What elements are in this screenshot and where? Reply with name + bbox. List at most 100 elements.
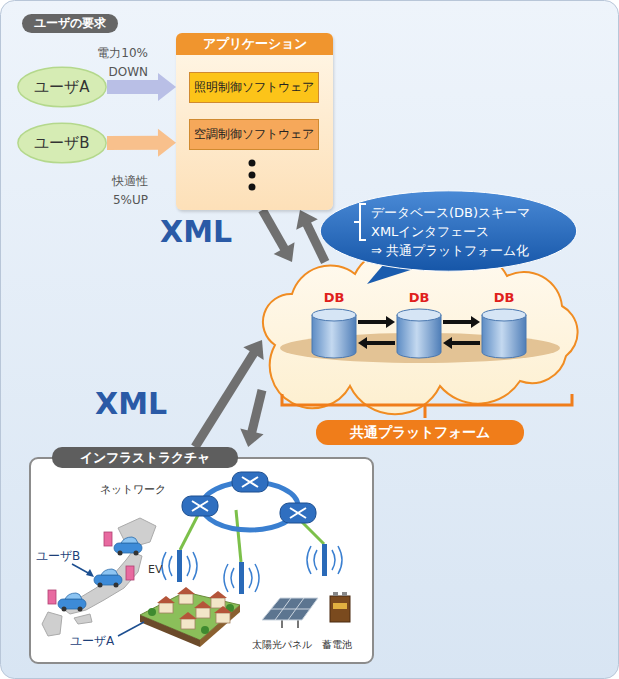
edge-label: 快適性 5%UP	[94, 170, 148, 208]
antennas	[177, 544, 327, 594]
infrastructure-box: インフラストラクチャ	[30, 447, 373, 663]
sync-arrow	[358, 316, 395, 328]
drawing-part	[182, 496, 218, 516]
protocol-label: XML	[160, 214, 232, 249]
part-label: ネットワーク	[100, 483, 166, 496]
sync-arrow	[443, 316, 480, 328]
drawing-part	[179, 612, 197, 629]
drawing-part	[302, 522, 324, 544]
drawing-part	[177, 550, 182, 582]
arrow-shaft	[358, 320, 388, 324]
drawing-part	[126, 566, 134, 580]
drawing-part	[209, 591, 227, 608]
cloud-shape	[263, 249, 578, 414]
arrow-head	[358, 337, 367, 349]
callout-ellipse: データベース(DB)スキーマXMLインタフェース⇒ 共通プラットフォーム化	[319, 190, 578, 272]
part-label: ネットワーク	[100, 478, 166, 497]
node-text: ⇒ 共通プラットフォーム化	[371, 241, 578, 260]
node-text: 空調制御ソフトウェア	[194, 126, 314, 143]
edge-label-text: 電力10% DOWN	[97, 46, 148, 79]
drawing-part	[177, 587, 195, 604]
dot	[249, 172, 256, 179]
cylinder-shape	[310, 308, 358, 360]
user-ellipse: ユーザB	[17, 122, 107, 164]
database-cylinder: DB	[310, 290, 358, 360]
drawing-part	[48, 590, 56, 604]
drawing-part	[232, 472, 268, 492]
node-text: アプリケーション	[176, 33, 333, 55]
node-text: DB	[324, 290, 345, 306]
part-label: EV	[148, 558, 162, 577]
drawing-part	[74, 614, 92, 624]
edge-label: 電力10% DOWN	[94, 42, 148, 80]
node-text: DB	[494, 290, 515, 306]
user-a-leader	[118, 622, 144, 636]
protocol-label: XML	[95, 386, 167, 421]
application-box: アプリケーション照明制御ソフトウェア空調制御ソフトウェア	[176, 33, 333, 210]
drawing-part	[194, 601, 212, 618]
ellipse-shape	[18, 123, 106, 162]
arrow-head	[443, 337, 452, 349]
sync-arrow	[443, 337, 480, 349]
drawing-part	[322, 544, 327, 576]
drawing-part	[182, 496, 218, 516]
drawing-part	[262, 598, 318, 620]
arrow-head	[158, 129, 176, 157]
arrow-head	[296, 210, 318, 230]
xml-arrow	[262, 210, 294, 262]
node-text: ユーザの要求	[34, 15, 106, 32]
edge-label-text: 快適性 5%UP	[112, 174, 148, 207]
database-cylinder: DB	[480, 290, 528, 360]
drawing-part	[86, 569, 94, 577]
drawing-part	[104, 532, 112, 546]
protocol-label: XML	[160, 214, 232, 249]
storage-battery	[330, 592, 350, 622]
drawing-part	[280, 503, 316, 523]
arrow-head	[386, 316, 395, 328]
drawing-part	[271, 598, 310, 620]
drawing-part	[58, 593, 86, 612]
drawing-part	[148, 608, 156, 616]
drawing-part	[192, 501, 208, 511]
node-text: データベース(DB)スキーマ	[371, 203, 578, 222]
ellipse-shape	[18, 67, 106, 106]
arrow-shaft	[107, 80, 162, 94]
node-text: インフラストラクチャ	[52, 447, 238, 468]
software-box: 空調制御ソフトウェア	[189, 119, 319, 150]
user-b-leader	[72, 564, 94, 577]
radio-waves	[162, 546, 342, 592]
cylinder-top	[312, 309, 356, 321]
drawing-part	[72, 564, 90, 574]
drawing-part	[114, 537, 142, 556]
user-label: ユーザB	[36, 545, 80, 565]
cylinder-top	[482, 309, 526, 321]
drawing-part	[280, 503, 316, 523]
xml-arrow	[240, 390, 263, 447]
drawing-part	[162, 552, 197, 580]
node-text: XMLインタフェース	[371, 222, 578, 241]
cylinder-top	[397, 309, 441, 321]
cylinder-shape	[395, 308, 443, 360]
drawing-part	[242, 477, 258, 487]
houses	[140, 587, 240, 647]
node-text: 共通プラットフォーム	[316, 420, 524, 445]
drawing-part	[157, 596, 175, 613]
arrow-shaft	[251, 390, 262, 434]
drawing-part	[342, 592, 347, 596]
software-box: 照明制御ソフトウェア	[189, 72, 319, 103]
node-text: 照明制御ソフトウェア	[194, 79, 314, 96]
drawing-part	[263, 249, 578, 414]
drawing-part	[307, 546, 342, 574]
drawing-part	[180, 515, 198, 550]
ev-cars	[58, 537, 142, 612]
user-label: ユーザA	[70, 630, 114, 650]
drawing-part	[232, 472, 268, 492]
dot	[249, 184, 256, 191]
platform-cloud: 共通プラットフォームDBDBDB	[262, 262, 578, 445]
heading-pill: ユーザの要求	[22, 14, 118, 33]
arrow-head	[471, 316, 480, 328]
part-label: 蓄電池	[322, 639, 352, 650]
drawing-part	[236, 510, 241, 562]
arrow-head	[158, 73, 176, 101]
user-label: ユーザB	[36, 549, 80, 563]
